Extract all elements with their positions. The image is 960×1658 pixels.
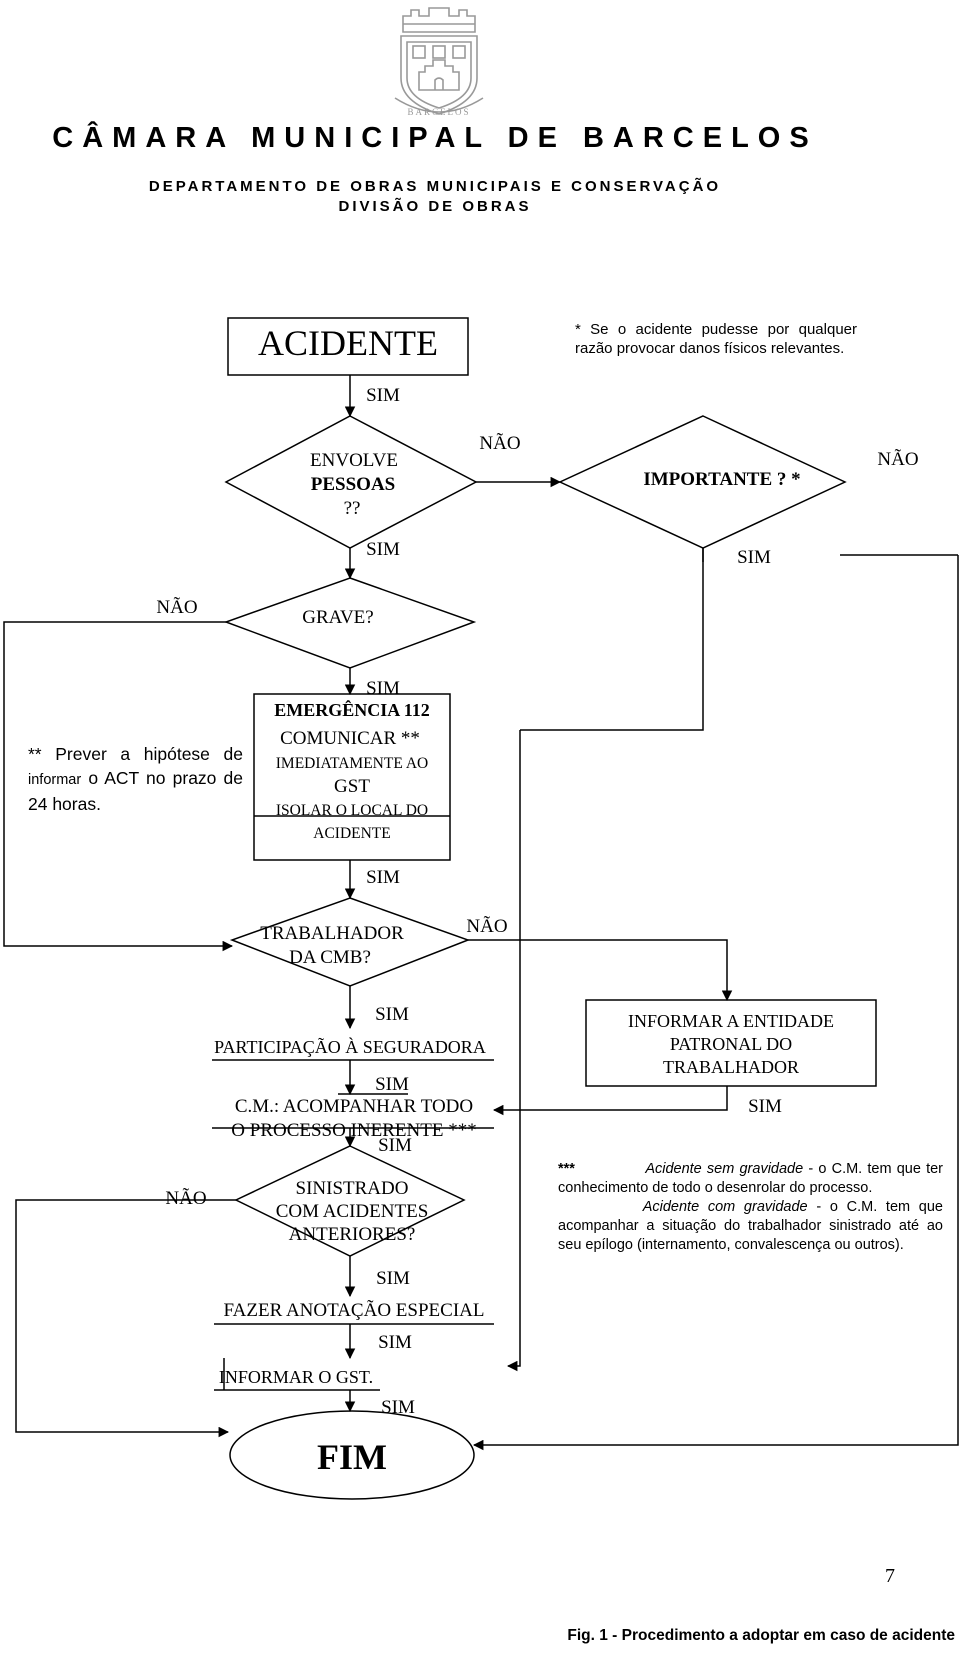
edge-label-sim: SIM <box>381 1397 415 1418</box>
entidade-line-2: PATRONAL DO <box>670 1034 792 1054</box>
note-gravity: *** Acidente sem gravidade - o C.M. tem … <box>558 1160 943 1255</box>
edge-label-nao: NÃO <box>877 448 918 470</box>
sinistrado-line-1: SINISTRADO <box>296 1178 409 1199</box>
edge-label-sim: SIM <box>366 867 400 888</box>
note-act-rest: o ACT no prazo de 24 horas. <box>28 768 243 814</box>
edge-label-sim: SIM <box>375 1004 409 1025</box>
division-title: DIVISÃO DE OBRAS <box>338 198 532 215</box>
edge-label-nao: NÃO <box>156 596 197 618</box>
entidade-line-3: TRABALHADOR <box>663 1057 799 1077</box>
emergencia-line-3: IMEDIATAMENTE AO <box>276 755 428 772</box>
importante-label: IMPORTANTE ? * <box>643 469 800 490</box>
note-gravity-case-2-label: Acidente com gravidade <box>642 1199 808 1215</box>
envolve-line-2: PESSOAS <box>311 474 395 495</box>
sinistrado-line-2: COM ACIDENTES <box>276 1201 429 1222</box>
fim-label: FIM <box>317 1437 387 1477</box>
emergencia-line-1: EMERGÊNCIA 112 <box>274 699 430 720</box>
edge-label-sim: SIM <box>376 1268 410 1289</box>
note-gravity-case-1-text: - o C.M. tem que ter conhecimento de tod… <box>558 1161 944 1196</box>
trabalhador-line-1: TRABALHADOR <box>260 923 404 944</box>
figure-caption: Fig. 1 - Procedimento a adoptar em caso … <box>567 1627 955 1644</box>
edge-label-sim: SIM <box>378 1332 412 1353</box>
edge-label-sim: SIM <box>748 1096 782 1117</box>
edge-label-nao: NÃO <box>165 1187 206 1209</box>
acompanhar-line-1: C.M.: ACOMPANHAR TODO <box>235 1096 473 1117</box>
edge-label-sim: SIM <box>378 1135 412 1156</box>
edge-label-sim: SIM <box>375 1074 409 1095</box>
note-act-lead: ** Prever a hipótese de <box>28 744 243 764</box>
emergencia-line-6: ACIDENTE <box>313 825 391 842</box>
note-gravity-case-2-text: - o C.M. tem que acompanhar a situação d… <box>558 1199 943 1253</box>
anotacao-label: FAZER ANOTAÇÃO ESPECIAL <box>224 1299 485 1321</box>
edge-label-sim: SIM <box>366 539 400 560</box>
sinistrado-line-3: ANTERIORES? <box>289 1224 416 1245</box>
edge-label-nao: NÃO <box>479 432 520 454</box>
page-number: 7 <box>885 1565 895 1587</box>
edge-label-nao: NÃO <box>466 915 507 937</box>
envolve-line-1: ENVOLVE <box>310 450 398 471</box>
emergencia-line-2: COMUNICAR ** <box>280 728 420 749</box>
note-important: * Se o acidente pudesse por qualquer raz… <box>575 321 857 357</box>
note-act-small: informar <box>28 772 82 788</box>
institution-title: CÂMARA MUNICIPAL DE BARCELOS <box>52 122 818 154</box>
start-box <box>227 317 469 376</box>
edge-label-sim: SIM <box>366 678 400 699</box>
note-gravity-case-2: Acidente com gravidade - o C.M. tem que … <box>558 1198 943 1255</box>
acompanhar-line-2: O PROCESSO INERENTE *** <box>231 1120 476 1141</box>
seal-text: BARCELOS <box>407 107 470 117</box>
envolve-line-3: ?? <box>344 498 361 519</box>
edge-label-sim: SIM <box>737 547 771 568</box>
coat-of-arms-icon: BARCELOS <box>394 7 484 117</box>
note-gravity-case-1: *** Acidente sem gravidade - o C.M. tem … <box>558 1160 943 1198</box>
trabalhador-line-2: DA CMB? <box>289 947 371 968</box>
note-gravity-marker: *** <box>558 1161 575 1177</box>
participacao-label: PARTICIPAÇÃO À SEGURADORA <box>214 1036 486 1057</box>
emergencia-line-4: GST <box>334 776 370 797</box>
department-title: DEPARTAMENTO DE OBRAS MUNICIPAIS E CONSE… <box>148 178 722 195</box>
note-act: ** Prever a hipótese de informar o ACT n… <box>28 742 243 816</box>
start-label: ACIDENTE <box>258 323 438 363</box>
entidade-line-1: INFORMAR A ENTIDADE <box>628 1011 834 1031</box>
emergencia-line-5: ISOLAR O LOCAL DO <box>276 802 428 819</box>
edge-label-sim: SIM <box>366 385 400 406</box>
informar-gst-label: INFORMAR O GST. <box>219 1367 373 1387</box>
grave-label: GRAVE? <box>302 607 373 628</box>
note-gravity-case-1-label: Acidente sem gravidade <box>645 1161 804 1177</box>
